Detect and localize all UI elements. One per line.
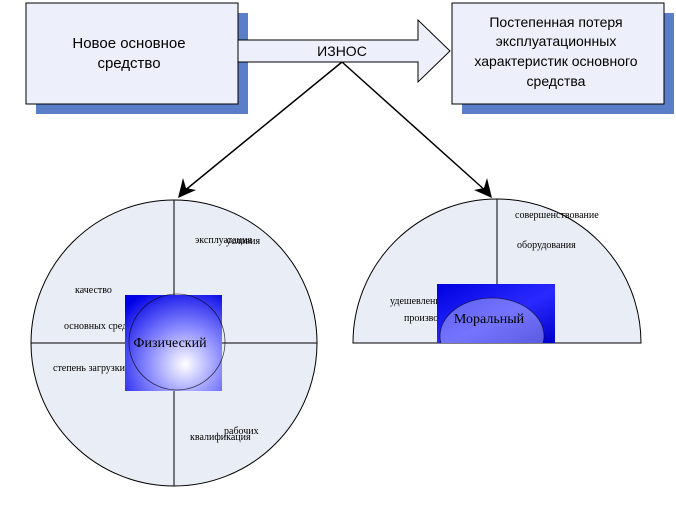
physical-wear-circle: эксплуатация условия качество основных с… [30,199,318,487]
wear-arrow-shape [237,18,451,84]
moral-title-ring [439,297,545,343]
physical-factor-q2b: основных средств [64,321,141,332]
new-asset-line2: средство [97,55,160,72]
moral-factor-r1: совершенствование [515,210,599,221]
branch-arrows [178,61,492,198]
physical-factor-q1b: условия [226,236,261,247]
arrow-to-moral [341,61,488,193]
moral-wear-semicircle: совершенствование оборудования удешевлен… [352,198,642,344]
loss-line4: средства [527,73,586,89]
physical-factor-q1a: эксплуатация [195,235,252,246]
loss-box: Постепенная потеря эксплуатационных хара… [451,2,674,114]
physical-factor-q4b: квалификация [190,432,251,443]
moral-title-square [437,284,555,343]
new-asset-box: Новое основное средство [25,2,248,114]
arrow-to-physical [182,61,343,193]
arrow-to-physical-head [178,178,196,198]
physical-factor-q2a: качество [75,285,112,296]
physical-title: Физический [133,336,207,351]
wear-arrow: ИЗНОС [237,18,451,84]
physical-title-ring [128,293,226,391]
moral-factor-l2: производства [404,313,462,324]
loss-line2: эксплуатационных [496,33,617,49]
moral-factor-r2: оборудования [517,240,576,251]
wear-arrow-label: ИЗНОС [317,43,367,59]
new-asset-line1: Новое основное [72,35,185,52]
moral-title: Моральный [454,312,525,327]
physical-title-square [125,295,222,391]
physical-factor-q3: степень загрузки [53,363,126,374]
loss-line1: Постепенная потеря [489,14,622,30]
physical-factor-q4a: рабочих [224,426,259,437]
moral-factor-l1: удешевление [390,296,446,307]
loss-box-body [451,2,665,105]
arrow-to-moral-head [474,178,492,198]
moral-title-highlight [440,298,544,343]
new-asset-box-body [25,2,239,105]
loss-line3: характеристик основного [474,53,637,69]
